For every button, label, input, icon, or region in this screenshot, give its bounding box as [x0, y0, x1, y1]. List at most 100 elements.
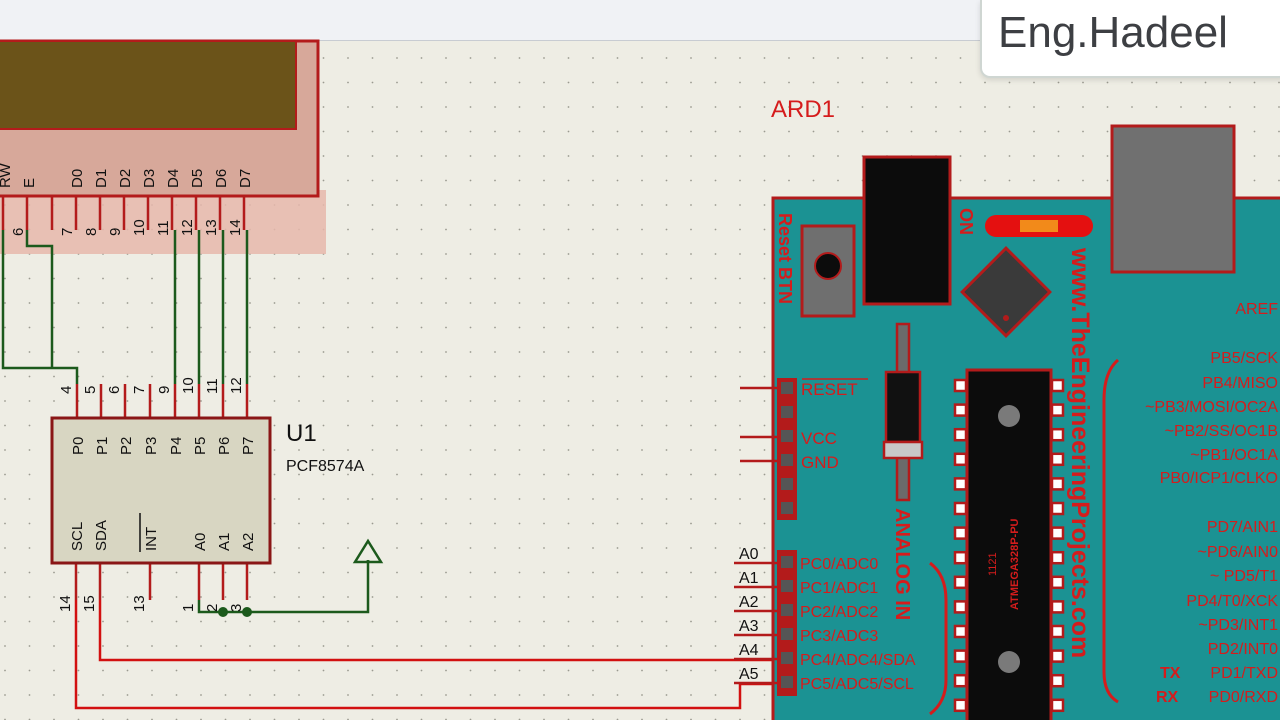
analog-wire-label: A3	[739, 618, 759, 635]
u1-part-number: PCF8574A	[286, 458, 365, 475]
u1-bottom-pin-number: 13	[131, 595, 148, 612]
digital-pin-label: PD2/INT0	[1208, 641, 1278, 658]
u1-bottom-pin-name: A1	[216, 533, 233, 551]
u1-top-pin-name: P1	[94, 437, 111, 455]
rx-label: RX	[1156, 689, 1179, 706]
watermark-text: Eng.Hadeel	[998, 8, 1228, 57]
arduino-uno[interactable]: ARD1 Reset BTN ON www.TheEngineeringProj…	[734, 96, 1280, 720]
u1-top-pin-number: 4	[58, 386, 75, 394]
lcd-screen	[0, 40, 297, 130]
arduino-pin-labels: RESETVCCGNDA0PC0/ADC0A1PC1/ADC1A2PC2/ADC…	[739, 301, 1278, 706]
chip-pad-left	[953, 378, 968, 393]
u1-top-pin-number: 10	[180, 377, 197, 394]
chip-pad-right	[1050, 698, 1065, 713]
power-header	[777, 378, 797, 520]
analog-header-pin	[781, 676, 793, 688]
chip-pad-right	[1050, 575, 1065, 590]
chip-pad-right	[1050, 526, 1065, 540]
lcd-pin-name: D2	[117, 169, 134, 188]
chip-pad-left	[953, 550, 968, 565]
atmega-chip: 1121 ATMEGA328P-PU	[953, 368, 1065, 720]
analog-header-pin	[781, 628, 793, 640]
lcd-pin-number: 13	[203, 219, 220, 236]
analog-pin-label: PC1/ADC1	[800, 580, 878, 597]
chip-pads	[953, 378, 1065, 713]
chip-pad-right	[1050, 624, 1065, 639]
power-header-pin	[781, 382, 793, 394]
chip-pad-right	[1050, 403, 1065, 417]
website-label: www.TheEngineeringProjects.com	[1066, 247, 1094, 658]
lcd-pin-number: 9	[107, 228, 124, 236]
chip-pad-right	[1050, 501, 1065, 516]
power-header-pin	[781, 454, 793, 466]
chip-pad-right	[1050, 649, 1065, 663]
chip-pad-left	[953, 501, 968, 516]
chip-pad-right	[1050, 600, 1065, 614]
chip-pad-right	[1050, 673, 1065, 688]
analog-pin-label: PC5/ADC5/SCL	[800, 676, 914, 693]
usb-connector	[1110, 124, 1236, 274]
analog-wire-label: A2	[739, 594, 759, 611]
lcd-pin-number: 7	[59, 228, 76, 236]
chip-pad-right	[1050, 427, 1065, 442]
chip-marking-2: ATMEGA328P-PU	[1009, 518, 1021, 610]
u1-top-pin-name: P2	[118, 437, 135, 455]
right-bracket	[1102, 358, 1120, 704]
on-label: ON	[956, 208, 976, 235]
u1-bottom-pin-number: 14	[57, 595, 74, 612]
u1-pin-stubs	[74, 384, 249, 600]
digital-pin-label: ~PD6/AIN0	[1198, 544, 1279, 561]
analog-pin-label: PC4/ADC4/SDA	[800, 652, 916, 669]
analog-pin-label: PC0/ADC0	[800, 556, 878, 573]
digital-pin-label: PD7/AIN1	[1207, 519, 1278, 536]
u1-top-pin-number: 7	[131, 386, 148, 394]
lcd-pin-name: RW	[0, 162, 14, 188]
chip-pad-right	[1050, 550, 1065, 565]
u1-top-pin-number: 11	[204, 378, 221, 394]
analog-header-pin	[781, 556, 793, 568]
lcd-pin-number: 6	[10, 228, 27, 236]
digital-pin-label: PB5/SCK	[1210, 350, 1278, 367]
lcd-pin-number: 11	[155, 220, 172, 236]
power-header-pin	[781, 430, 793, 442]
u1-top-pin-name: P7	[240, 437, 257, 455]
u1-pcf8574a[interactable]: P04P15P26P37P49P510P611P712SCL14SDA15INT…	[50, 377, 365, 612]
digital-pin-label: PD1/TXD	[1210, 665, 1278, 682]
u1-bottom-pin-number: 15	[81, 595, 98, 612]
u1-top-pin-name: P0	[70, 437, 87, 455]
qfp-chip	[960, 246, 1052, 338]
reset-btn-label: Reset BTN	[775, 213, 795, 304]
u1-top-pin-number: 9	[156, 386, 173, 394]
lcd-pin-name: E	[21, 178, 38, 188]
chip-marking-1: 1121	[987, 552, 999, 576]
digital-pin-label: AREF	[1235, 301, 1278, 318]
analog-in-label: ANALOG IN	[891, 508, 913, 620]
u1-top-pin-number: 5	[82, 386, 99, 394]
analog-bracket	[929, 561, 948, 716]
lcd-pin-number: 10	[131, 219, 148, 236]
chip-pad-right	[1050, 477, 1065, 491]
chip-pad-left	[953, 452, 968, 467]
analog-header	[777, 550, 797, 696]
digital-pin-label: PD0/RXD	[1209, 689, 1278, 706]
u1-bottom-pin-number: 1	[180, 604, 197, 612]
power-pin-label: GND	[801, 453, 839, 472]
junction-dot	[242, 607, 252, 617]
power-pin-label: RESET	[801, 380, 858, 399]
analog-wire-label: A4	[739, 642, 759, 659]
chip-pad-left	[953, 698, 968, 713]
watermark-badge: Eng.Hadeel	[980, 0, 1280, 78]
analog-header-pin	[781, 652, 793, 664]
u1-bottom-pin-name: SCL	[69, 522, 86, 551]
chip-pad-left	[953, 600, 968, 614]
analog-wire-label: A0	[739, 546, 759, 563]
analog-header-pin	[781, 580, 793, 592]
lcd-pins-area	[0, 190, 326, 254]
ground-arrow-symbol	[352, 538, 384, 564]
digital-pin-label: ~PB3/MOSI/OC2A	[1145, 399, 1278, 416]
tx-label: TX	[1160, 665, 1181, 682]
chip-pad-right	[1050, 378, 1065, 393]
junction-dot	[218, 607, 228, 617]
